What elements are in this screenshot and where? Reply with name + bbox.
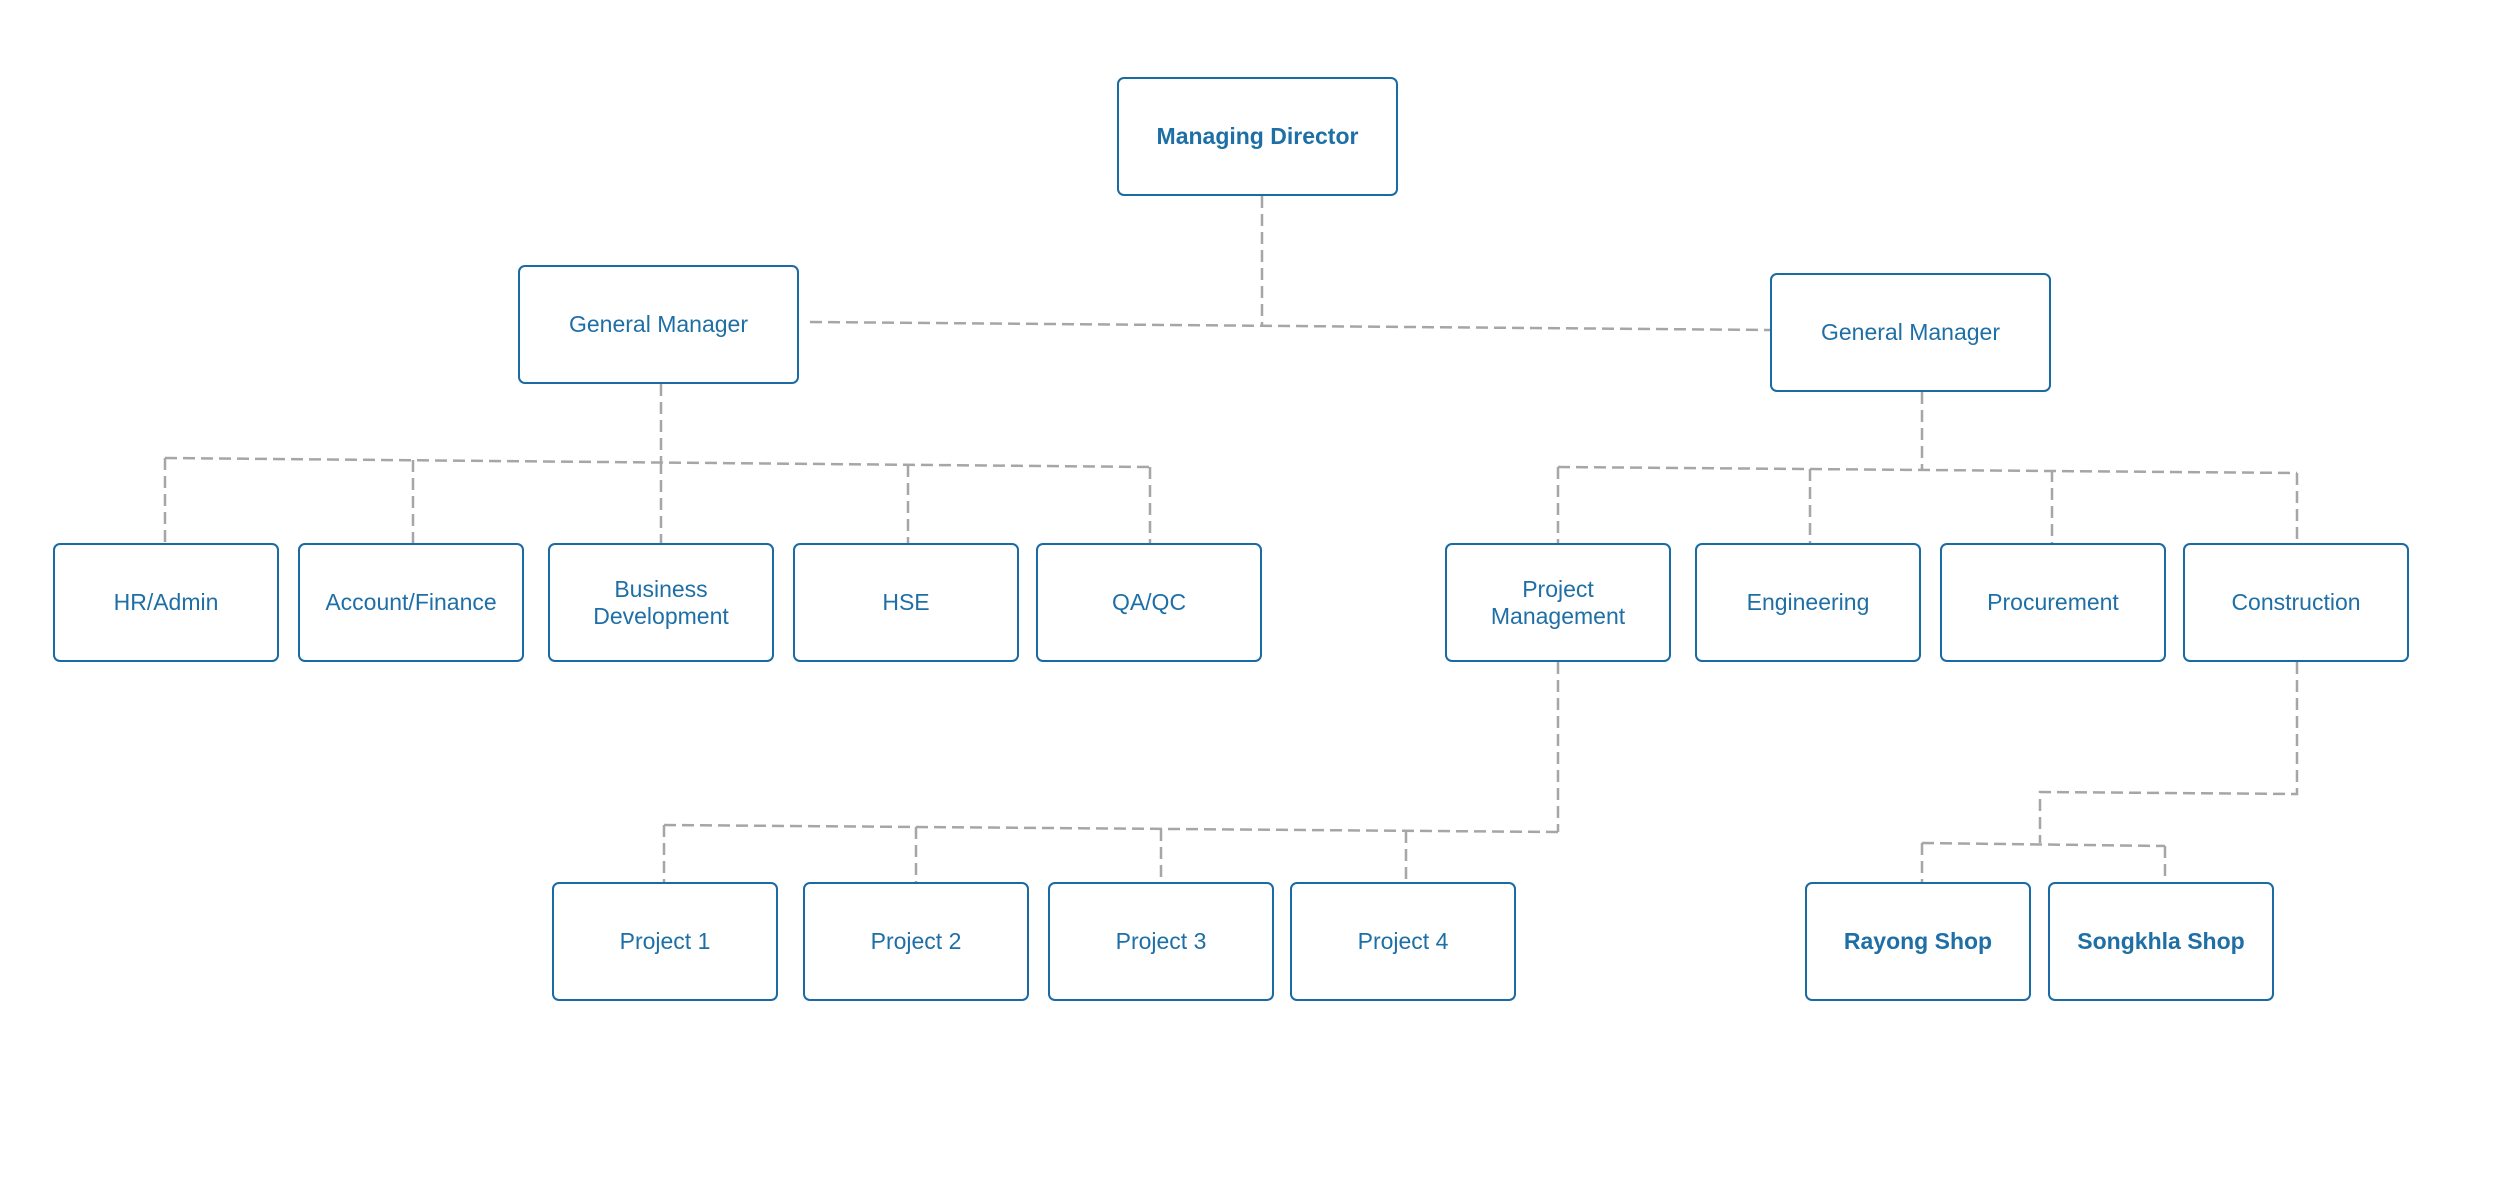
construction-box: Construction — [2183, 543, 2409, 662]
account-finance-box: Account/Finance — [298, 543, 524, 662]
project-1-box: Project 1 — [552, 882, 778, 1001]
project-3-box: Project 3 — [1048, 882, 1274, 1001]
project-2-box: Project 2 — [803, 882, 1029, 1001]
project-management-box: Project Management — [1445, 543, 1671, 662]
project-3-label: Project 3 — [1115, 928, 1207, 954]
general-manager-right-label: General Manager — [1821, 319, 2000, 345]
procurement-label: Procurement — [1987, 589, 2119, 615]
construction-label: Construction — [2231, 589, 2361, 615]
managing-director-label: Managing Director — [1156, 123, 1359, 149]
general-manager-left-label: General Manager — [569, 311, 748, 337]
connector-right-bus — [1557, 465, 2298, 475]
business-development-box: Business Development — [548, 543, 774, 662]
qa-qc-label: QA/QC — [1111, 589, 1187, 615]
engineering-box: Engineering — [1695, 543, 1921, 662]
business-development-label: Business Development — [593, 575, 729, 629]
songkhla-shop-label: Songkhla Shop — [2077, 928, 2245, 954]
procurement-box: Procurement — [1940, 543, 2166, 662]
connector-project-bus — [663, 823, 1559, 834]
rayong-shop-box: Rayong Shop — [1805, 882, 2031, 1001]
hr-admin-box: HR/Admin — [53, 543, 279, 662]
project-1-label: Project 1 — [619, 928, 711, 954]
engineering-label: Engineering — [1746, 589, 1870, 615]
project-4-box: Project 4 — [1290, 882, 1516, 1001]
connector-construction-drop — [2038, 662, 2299, 843]
songkhla-shop-box: Songkhla Shop — [2048, 882, 2274, 1001]
qa-qc-box: QA/QC — [1036, 543, 1262, 662]
project-4-label: Project 4 — [1357, 928, 1449, 954]
general-manager-left-box: General Manager — [518, 265, 799, 384]
hse-box: HSE — [793, 543, 1019, 662]
rayong-shop-label: Rayong Shop — [1843, 928, 1993, 954]
project-2-label: Project 2 — [870, 928, 962, 954]
project-management-label: Project Management — [1490, 575, 1626, 629]
hse-label: HSE — [882, 589, 930, 615]
connector-left-bus — [164, 456, 1151, 469]
general-manager-right-box: General Manager — [1770, 273, 2051, 392]
connector-gm-bus — [809, 320, 1771, 332]
managing-director-box: Managing Director — [1117, 77, 1398, 196]
connector-shop-bus — [1921, 841, 2166, 848]
account-finance-label: Account/Finance — [325, 589, 497, 615]
hr-admin-label: HR/Admin — [113, 589, 219, 615]
